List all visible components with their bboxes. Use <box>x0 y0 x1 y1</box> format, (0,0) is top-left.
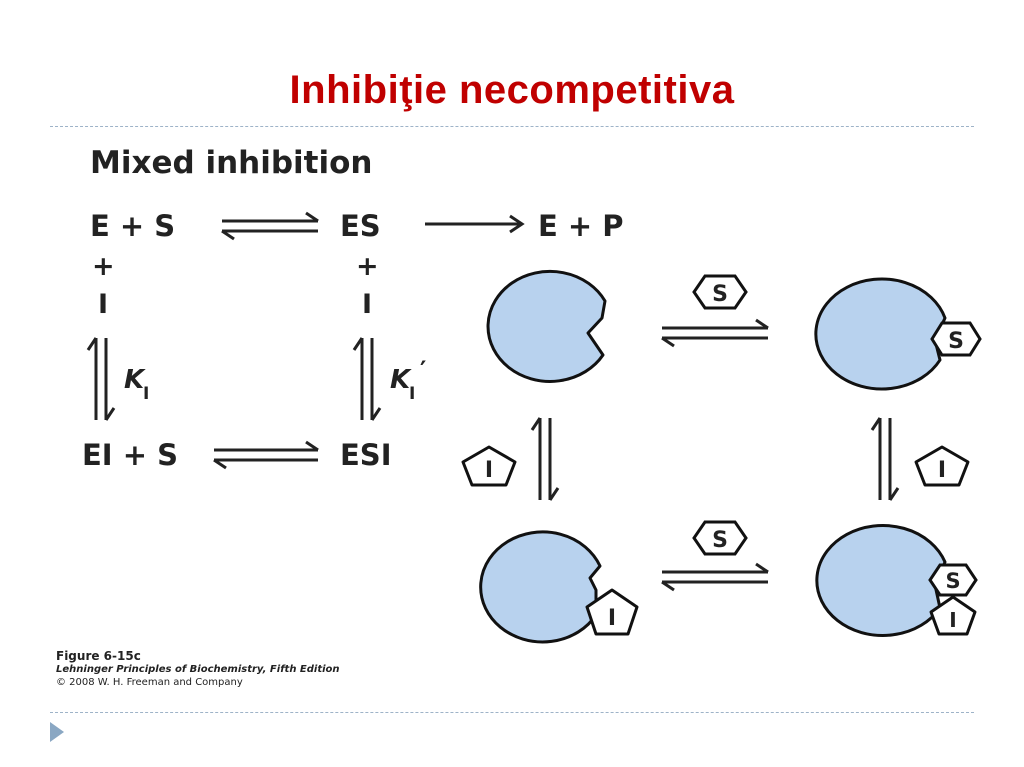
kip-symbol: K <box>390 365 412 395</box>
kip-subscript: I <box>409 384 415 404</box>
plus-right: + <box>356 251 379 282</box>
enzyme-substrate-complex: S <box>814 277 982 391</box>
enzyme-ei <box>479 530 602 644</box>
plus-left: + <box>92 251 115 282</box>
substrate-hexagon-top <box>692 274 748 310</box>
figure-number: Figure 6-15c <box>56 649 141 663</box>
label-ei-plus-s: EI + S <box>82 438 178 472</box>
equilibrium-arrow-ei <box>86 337 116 421</box>
label-e-plus-p: E + P <box>538 209 624 243</box>
ki-symbol: K <box>124 365 146 395</box>
ki-subscript: I <box>143 384 149 404</box>
inhibitor-letter-esi: I <box>949 608 956 632</box>
figure-caption: Figure 6-15c Lehninger Principles of Bio… <box>56 650 340 689</box>
next-slide-arrow-icon[interactable] <box>50 722 64 742</box>
inhibitor-letter-left: I <box>485 458 493 483</box>
top-divider <box>50 126 974 127</box>
substrate-free-top: S <box>692 274 748 310</box>
cartoon-arrow-right <box>870 417 900 501</box>
substrate-hexagon-bottom <box>692 520 748 556</box>
enzyme-es <box>814 277 947 391</box>
substrate-free-bottom: S <box>692 520 748 556</box>
substrate-hexagon-bound <box>930 321 982 357</box>
scheme-heading: Mixed inhibition <box>90 145 373 181</box>
equilibrium-arrow-esi <box>213 440 319 470</box>
equilibrium-arrow-es <box>221 211 319 241</box>
inhibitor-letter-right: I <box>938 458 946 483</box>
bottom-divider <box>50 712 974 713</box>
substrate-letter-bottom: S <box>712 528 728 553</box>
enzyme-esi <box>815 523 947 637</box>
substrate-letter-bound: S <box>948 329 964 354</box>
figure-source-book: Lehninger Principles of Biochemistry, Fi… <box>56 664 340 675</box>
cartoon-diagram: S I S I S S I <box>461 269 982 644</box>
substrate-letter-top: S <box>712 282 728 307</box>
enzyme-inhibitor-complex: I <box>479 530 639 644</box>
inhibitor-pentagon-left <box>461 445 517 487</box>
cartoon-arrow-left <box>530 417 560 501</box>
inhibitor-left: I <box>98 289 108 320</box>
substrate-hexagon-esi <box>928 563 978 597</box>
slide-title: Inhibiţie necompetitiva <box>289 68 735 112</box>
cartoon-arrow-top <box>661 318 769 348</box>
equilibrium-arrow-esi-vertical <box>352 337 382 421</box>
figure-copyright: © 2008 W. H. Freeman and Company <box>56 677 243 688</box>
forward-arrow-product <box>425 214 525 234</box>
label-esi: ESI <box>340 438 392 472</box>
cartoon-arrow-bottom <box>661 562 769 592</box>
enzyme-free <box>486 269 607 383</box>
inhibitor-right: I <box>362 289 372 320</box>
inhibitor-pentagon-right <box>914 445 970 487</box>
inhibitor-letter-ei: I <box>608 606 616 631</box>
ki-prime-label: K I ′ <box>390 356 426 404</box>
esi-complex: S I <box>815 523 978 637</box>
inhibitor-pentagon-esi <box>929 595 977 636</box>
label-e-plus-s: E + S <box>90 209 175 243</box>
inhibitor-free-left: I <box>461 445 517 487</box>
inhibitor-free-right: I <box>914 445 970 487</box>
substrate-letter-esi: S <box>945 569 960 593</box>
inhibitor-pentagon-ei <box>585 588 639 636</box>
kip-prime: ′ <box>420 356 426 384</box>
ki-label: K I <box>124 365 149 404</box>
reaction-scheme: Mixed inhibition E + S ES E + P + + I I … <box>82 145 624 472</box>
label-es: ES <box>340 209 381 243</box>
